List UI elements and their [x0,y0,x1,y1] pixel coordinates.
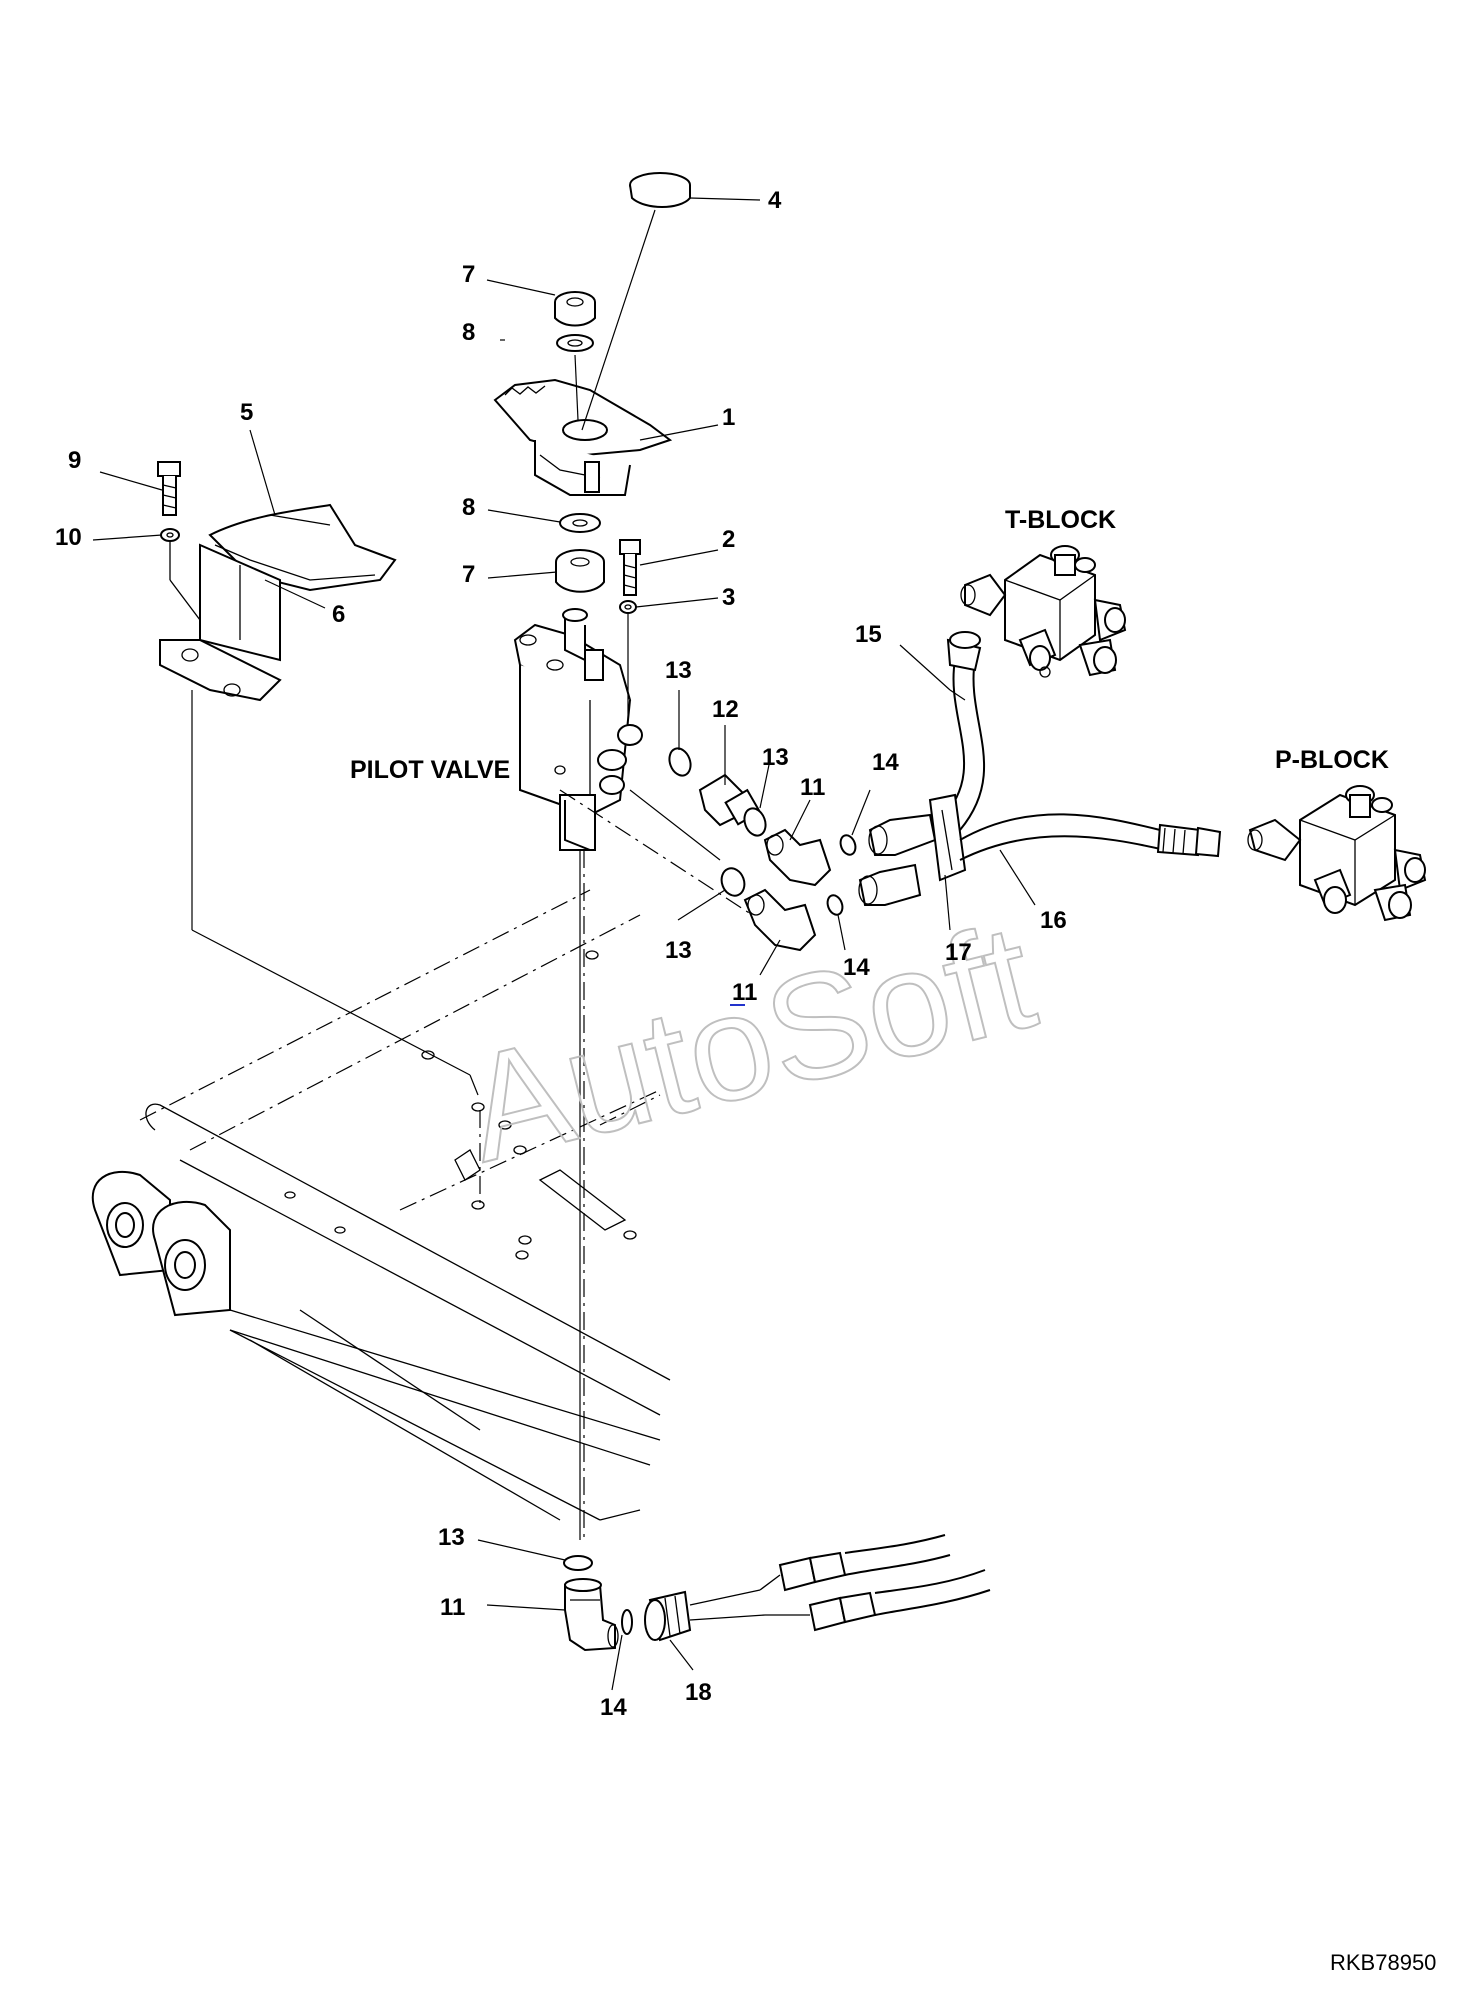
callout-7-upper: 7 [462,261,475,288]
callout-3: 3 [722,584,735,611]
callout-17: 17 [945,939,972,966]
callout-15: 15 [855,621,882,648]
t-block-label: T-BLOCK [1005,506,1116,534]
pilot-valve [191,539,761,1540]
t-block [960,545,1127,678]
callout-11-a: 11 [800,774,825,801]
callout-14-a: 14 [872,749,899,776]
pedal-bracket [157,461,397,702]
hoses [858,631,1222,906]
valve-fittings [668,747,857,1006]
pedal-assembly [493,172,691,593]
leader-lines [92,197,1036,1691]
callout-14-b: 14 [843,954,870,981]
callout-13-b: 13 [762,744,789,771]
callout-13-a: 13 [665,657,692,684]
watermark: AutoSoft [450,891,1049,1193]
callouts: 4 7 8 1 5 9 10 8 2 7 3 6 13 12 13 11 14 … [55,187,1067,1721]
callout-1: 1 [722,404,735,431]
callout-9: 9 [68,447,81,474]
callout-2: 2 [722,526,735,553]
chassis-frame [91,889,671,1521]
callout-8-upper: 8 [462,319,475,346]
callout-6: 6 [332,601,345,628]
callout-18: 18 [685,1679,712,1706]
callout-8-lower: 8 [462,494,475,521]
callout-11-c: 11 [440,1594,465,1621]
callout-12: 12 [712,696,739,723]
callout-11-b: 11 [732,979,757,1006]
drawing-code: RKB78950 [1330,1950,1436,1975]
pilot-valve-label: PILOT VALVE [350,756,510,784]
lower-fittings [563,1534,991,1652]
callout-4: 4 [768,187,782,214]
callout-7-lower: 7 [462,561,475,588]
p-block [1247,785,1427,922]
callout-10: 10 [55,524,82,551]
callout-13-d: 13 [438,1524,465,1551]
p-block-label: P-BLOCK [1275,746,1389,774]
callout-5: 5 [240,399,253,426]
callout-16: 16 [1040,907,1067,934]
callout-14-c: 14 [600,1694,627,1721]
callout-13-c: 13 [665,937,692,964]
